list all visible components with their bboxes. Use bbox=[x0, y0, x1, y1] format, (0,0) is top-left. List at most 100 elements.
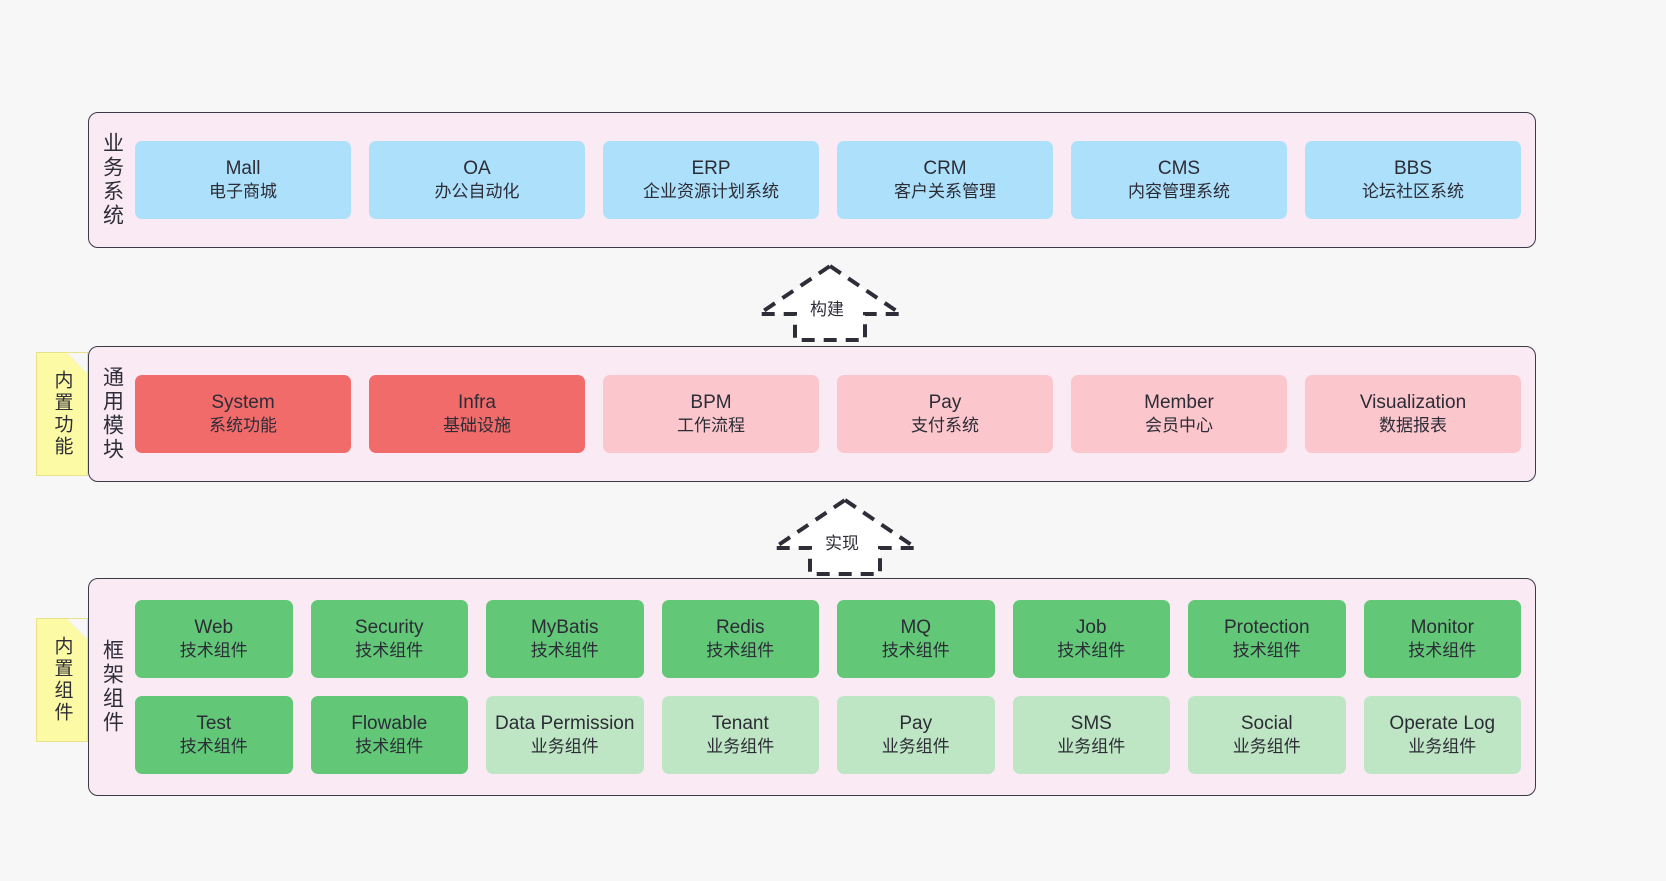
layer-business-system: 业务系统 Mall 电子商城 OA 办公自动化 ERP 企业资源计划系统 CRM… bbox=[88, 112, 1536, 248]
card-member-cn: 会员中心 bbox=[1145, 416, 1213, 436]
build-arrow-icon bbox=[755, 263, 905, 342]
card-mybatis-en: MyBatis bbox=[530, 616, 599, 638]
layer-framework-component: 框架组件 Web 技术组件 Security 技术组件 MyBatis 技术组件… bbox=[88, 578, 1536, 796]
card-pay-component-cn: 业务组件 bbox=[881, 737, 950, 757]
card-protection[interactable]: Protection 技术组件 bbox=[1188, 600, 1346, 678]
card-data-permission-en: Data Permission bbox=[495, 712, 635, 734]
card-pay-module-en: Pay bbox=[928, 391, 962, 413]
card-member-en: Member bbox=[1144, 391, 1214, 413]
card-infra-en: Infra bbox=[457, 391, 497, 413]
card-monitor-cn: 技术组件 bbox=[1408, 641, 1477, 661]
card-data-permission[interactable]: Data Permission 业务组件 bbox=[486, 696, 644, 774]
card-pay-module[interactable]: Pay 支付系统 bbox=[837, 375, 1053, 453]
card-erp-en: ERP bbox=[691, 157, 731, 179]
sticky-note-builtin-functions-label: 内置功能 bbox=[51, 370, 73, 458]
card-mall-en: Mall bbox=[225, 157, 261, 179]
card-mybatis-cn: 技术组件 bbox=[530, 641, 599, 661]
card-bpm-cn: 工作流程 bbox=[677, 416, 745, 436]
card-redis[interactable]: Redis 技术组件 bbox=[661, 600, 819, 678]
connector-build: 构建 bbox=[755, 262, 905, 344]
card-sms-cn: 业务组件 bbox=[1057, 737, 1126, 757]
card-redis-en: Redis bbox=[715, 616, 765, 638]
card-social[interactable]: Social 业务组件 bbox=[1188, 696, 1346, 774]
card-redis-cn: 技术组件 bbox=[706, 641, 775, 661]
layer-framework-component-title: 框架组件 bbox=[100, 639, 124, 735]
card-system-en: System bbox=[211, 391, 275, 413]
card-bbs[interactable]: BBS 论坛社区系统 bbox=[1305, 141, 1521, 219]
card-cms-cn: 内容管理系统 bbox=[1128, 182, 1230, 202]
business-system-row: Mall 电子商城 OA 办公自动化 ERP 企业资源计划系统 CRM 客户关系… bbox=[135, 141, 1521, 219]
card-security-en: Security bbox=[354, 616, 424, 638]
card-monitor[interactable]: Monitor 技术组件 bbox=[1363, 600, 1521, 678]
card-bbs-en: BBS bbox=[1393, 157, 1433, 179]
card-flowable[interactable]: Flowable 技术组件 bbox=[310, 696, 468, 774]
implement-arrow-icon bbox=[770, 497, 920, 576]
card-web-en: Web bbox=[194, 616, 234, 638]
card-social-en: Social bbox=[1240, 712, 1293, 734]
card-infra[interactable]: Infra 基础设施 bbox=[369, 375, 585, 453]
layer-common-module: 通用模块 System 系统功能 Infra 基础设施 BPM 工作流程 Pay… bbox=[88, 346, 1536, 482]
layer-business-system-title: 业务系统 bbox=[100, 132, 124, 228]
card-pay-component[interactable]: Pay 业务组件 bbox=[837, 696, 995, 774]
card-tenant-cn: 业务组件 bbox=[706, 737, 775, 757]
card-system[interactable]: System 系统功能 bbox=[135, 375, 351, 453]
card-oa[interactable]: OA 办公自动化 bbox=[369, 141, 585, 219]
card-visualization-en: Visualization bbox=[1359, 391, 1467, 413]
common-module-row: System 系统功能 Infra 基础设施 BPM 工作流程 Pay 支付系统… bbox=[135, 375, 1521, 453]
card-crm[interactable]: CRM 客户关系管理 bbox=[837, 141, 1053, 219]
card-operate-log[interactable]: Operate Log 业务组件 bbox=[1363, 696, 1521, 774]
card-sms[interactable]: SMS 业务组件 bbox=[1012, 696, 1170, 774]
layer-common-module-title: 通用模块 bbox=[100, 366, 124, 462]
card-crm-cn: 客户关系管理 bbox=[894, 182, 996, 202]
card-bbs-cn: 论坛社区系统 bbox=[1362, 182, 1464, 202]
card-test-en: Test bbox=[196, 712, 232, 734]
connector-implement: 实现 bbox=[770, 496, 920, 578]
card-crm-en: CRM bbox=[923, 157, 967, 179]
card-operate-log-cn: 业务组件 bbox=[1408, 737, 1477, 757]
card-protection-cn: 技术组件 bbox=[1232, 641, 1301, 661]
card-bpm[interactable]: BPM 工作流程 bbox=[603, 375, 819, 453]
card-tenant[interactable]: Tenant 业务组件 bbox=[661, 696, 819, 774]
sticky-note-builtin-components-label: 内置组件 bbox=[51, 636, 73, 724]
card-mq-en: MQ bbox=[900, 616, 932, 638]
card-oa-en: OA bbox=[463, 157, 491, 179]
card-mq[interactable]: MQ 技术组件 bbox=[837, 600, 995, 678]
card-erp[interactable]: ERP 企业资源计划系统 bbox=[603, 141, 819, 219]
card-cms-en: CMS bbox=[1157, 157, 1201, 179]
card-test-cn: 技术组件 bbox=[179, 737, 248, 757]
card-member[interactable]: Member 会员中心 bbox=[1071, 375, 1287, 453]
card-infra-cn: 基础设施 bbox=[443, 416, 511, 436]
card-mall[interactable]: Mall 电子商城 bbox=[135, 141, 351, 219]
card-job-cn: 技术组件 bbox=[1057, 641, 1126, 661]
layer-common-module-body: System 系统功能 Infra 基础设施 BPM 工作流程 Pay 支付系统… bbox=[135, 347, 1535, 481]
card-protection-en: Protection bbox=[1223, 616, 1310, 638]
card-erp-cn: 企业资源计划系统 bbox=[643, 182, 779, 202]
card-security-cn: 技术组件 bbox=[355, 641, 424, 661]
card-test[interactable]: Test 技术组件 bbox=[135, 696, 293, 774]
card-sms-en: SMS bbox=[1070, 712, 1112, 734]
card-system-cn: 系统功能 bbox=[209, 416, 277, 436]
card-operate-log-en: Operate Log bbox=[1389, 712, 1496, 734]
card-mall-cn: 电子商城 bbox=[209, 182, 277, 202]
card-data-permission-cn: 业务组件 bbox=[530, 737, 599, 757]
card-pay-component-en: Pay bbox=[899, 712, 933, 734]
card-flowable-cn: 技术组件 bbox=[355, 737, 424, 757]
sticky-note-builtin-components: 内置组件 bbox=[36, 618, 88, 742]
card-job-en: Job bbox=[1075, 616, 1107, 638]
card-web-cn: 技术组件 bbox=[179, 641, 248, 661]
card-monitor-en: Monitor bbox=[1410, 616, 1474, 638]
card-oa-cn: 办公自动化 bbox=[434, 182, 520, 202]
card-mybatis[interactable]: MyBatis 技术组件 bbox=[486, 600, 644, 678]
card-flowable-en: Flowable bbox=[351, 712, 428, 734]
card-job[interactable]: Job 技术组件 bbox=[1012, 600, 1170, 678]
framework-business-row: Test 技术组件 Flowable 技术组件 Data Permission … bbox=[135, 696, 1521, 774]
card-pay-module-cn: 支付系统 bbox=[911, 416, 979, 436]
layer-business-system-body: Mall 电子商城 OA 办公自动化 ERP 企业资源计划系统 CRM 客户关系… bbox=[135, 113, 1535, 247]
card-visualization-cn: 数据报表 bbox=[1379, 416, 1447, 436]
card-visualization[interactable]: Visualization 数据报表 bbox=[1305, 375, 1521, 453]
card-security[interactable]: Security 技术组件 bbox=[310, 600, 468, 678]
framework-tech-row: Web 技术组件 Security 技术组件 MyBatis 技术组件 Redi… bbox=[135, 600, 1521, 678]
card-cms[interactable]: CMS 内容管理系统 bbox=[1071, 141, 1287, 219]
card-web[interactable]: Web 技术组件 bbox=[135, 600, 293, 678]
